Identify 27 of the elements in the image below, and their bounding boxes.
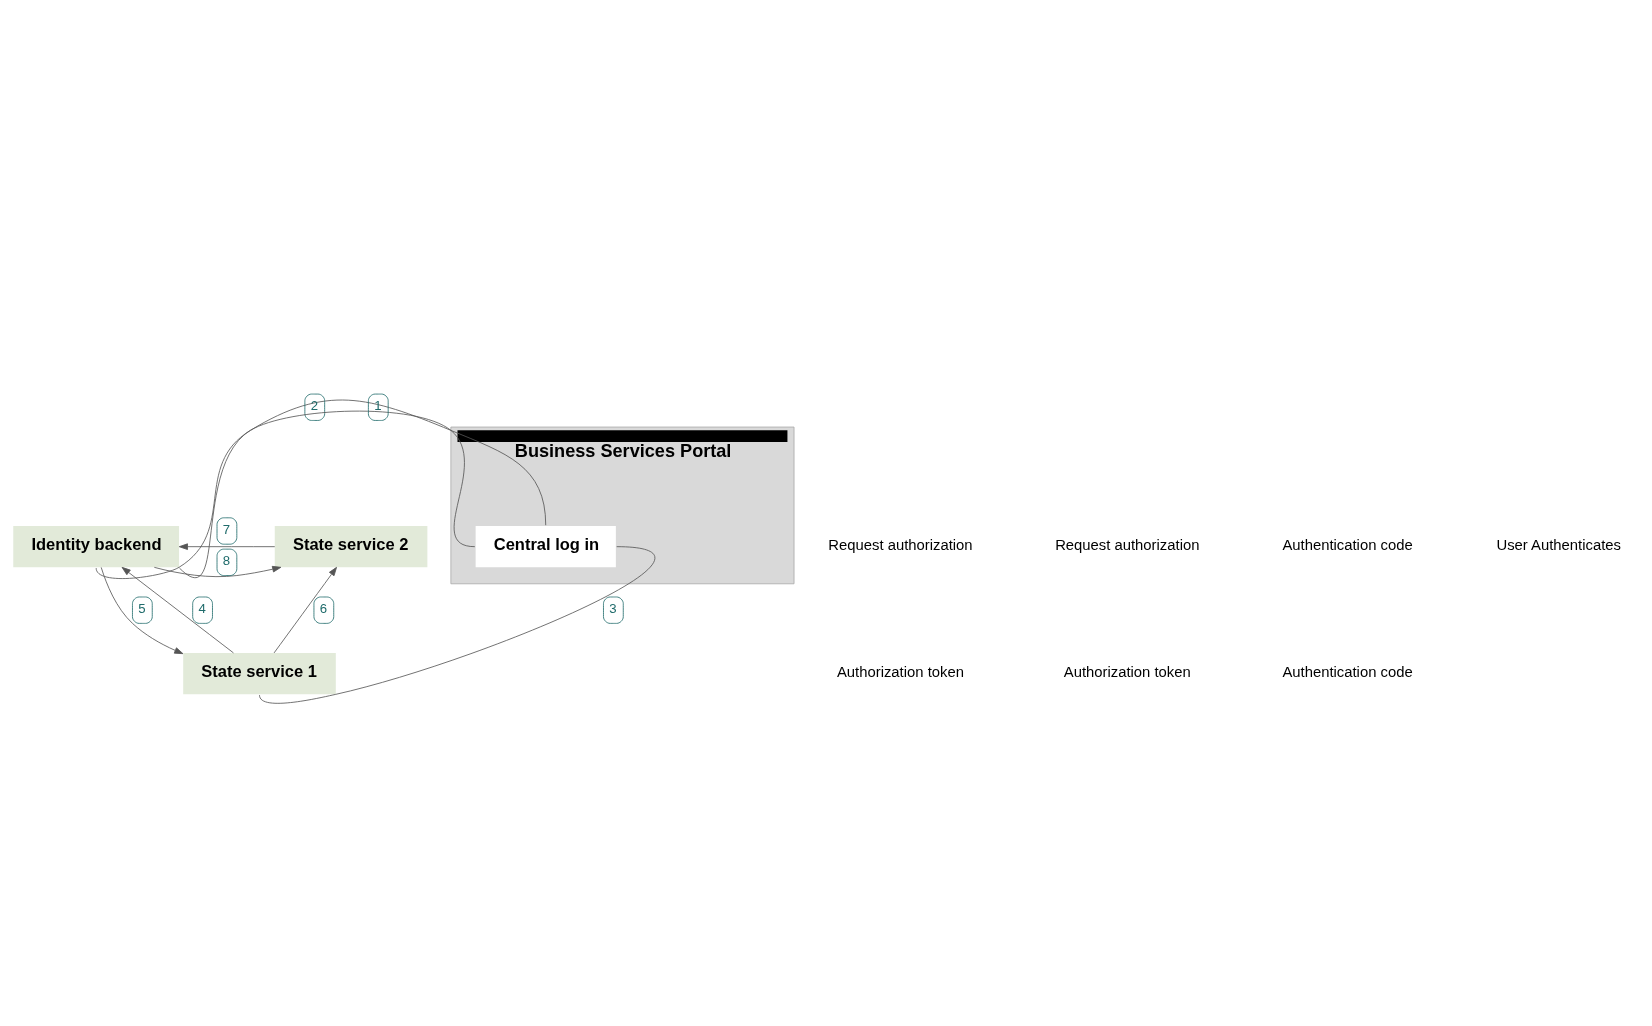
edge-label: 8	[222, 553, 231, 569]
label: Request authorization	[1055, 537, 1200, 554]
edge-label: 6	[319, 601, 328, 617]
arrow	[153, 565, 282, 578]
edge-label: 5	[138, 601, 146, 617]
arrow	[273, 566, 337, 654]
connector	[95, 410, 476, 579]
label: Authorization token	[1063, 664, 1191, 681]
arrow	[100, 567, 184, 655]
node-box: Central log in	[475, 526, 616, 568]
label: Request authorization	[828, 537, 973, 554]
label: Authorization token	[836, 664, 964, 681]
node-box: State service 1	[183, 653, 336, 695]
connector	[179, 399, 547, 578]
arrow	[121, 566, 234, 654]
edge-label: 7	[222, 522, 231, 538]
label: Authentication code	[1282, 537, 1413, 554]
edge-label: 2	[310, 398, 318, 414]
label: Authentication code	[1282, 664, 1413, 681]
arrow	[178, 543, 276, 550]
node-box: Identity backend	[13, 526, 180, 568]
edge-label: 4	[198, 601, 206, 617]
node-box: State service 2	[274, 526, 428, 568]
edge-label: 3	[609, 601, 617, 617]
connector	[259, 546, 655, 704]
edge-label: 1	[374, 398, 382, 414]
label: User Authenticates	[1496, 537, 1621, 554]
